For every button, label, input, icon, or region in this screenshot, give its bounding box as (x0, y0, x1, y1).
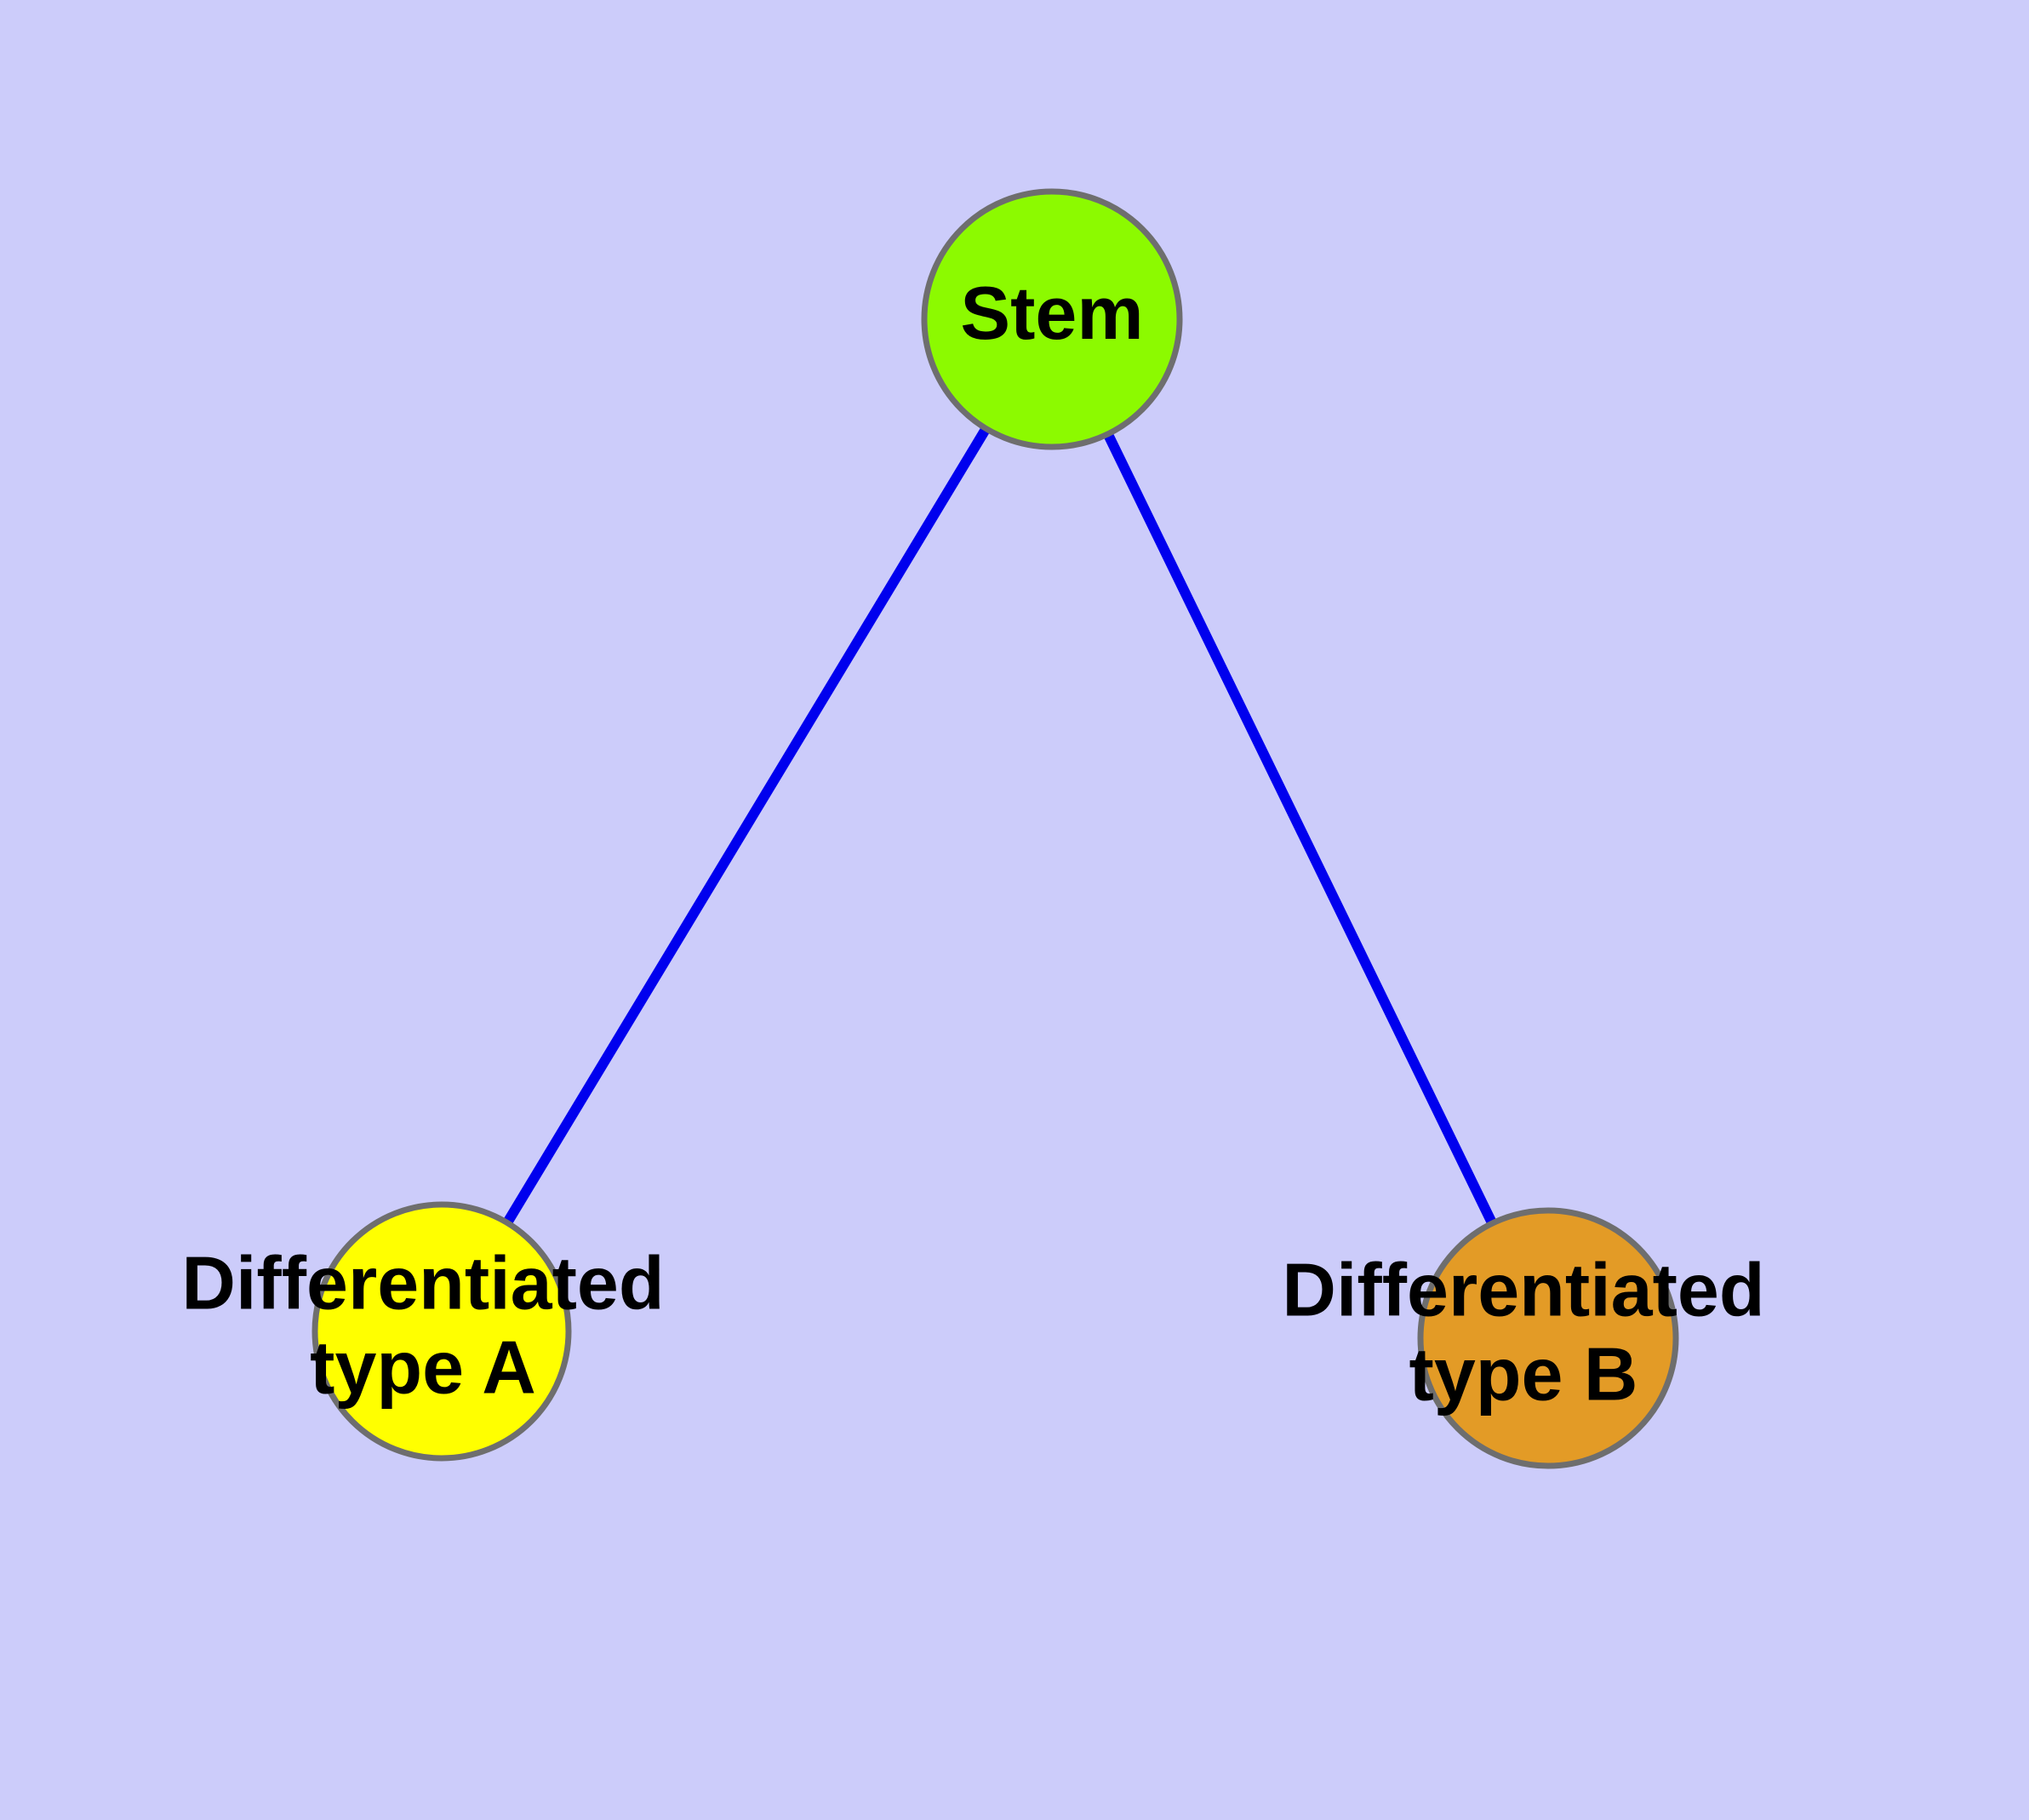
label-line: type A (310, 1325, 536, 1410)
node-differentiated-type-b[interactable] (1417, 1207, 1679, 1469)
node-stem-label: Stem (960, 271, 1143, 355)
label-line: Stem (960, 271, 1143, 355)
edge-stem-to-differentiated-type-b[interactable] (1047, 317, 1553, 1341)
label-line: type B (1409, 1332, 1638, 1417)
node-stem-circle[interactable] (921, 188, 1183, 450)
node-differentiated-type-b-circle[interactable] (1417, 1207, 1679, 1469)
edges-layer (437, 316, 1553, 1341)
nodes-layer (311, 188, 1679, 1469)
edge-stem-to-differentiated-type-a[interactable] (437, 316, 1057, 1335)
label-line: Differentiated (181, 1241, 664, 1325)
node-differentiated-type-a[interactable] (311, 1201, 572, 1462)
node-stem[interactable] (921, 188, 1183, 450)
node-differentiated-type-a-circle[interactable] (311, 1201, 572, 1462)
label-line: Differentiated (1282, 1248, 1764, 1332)
